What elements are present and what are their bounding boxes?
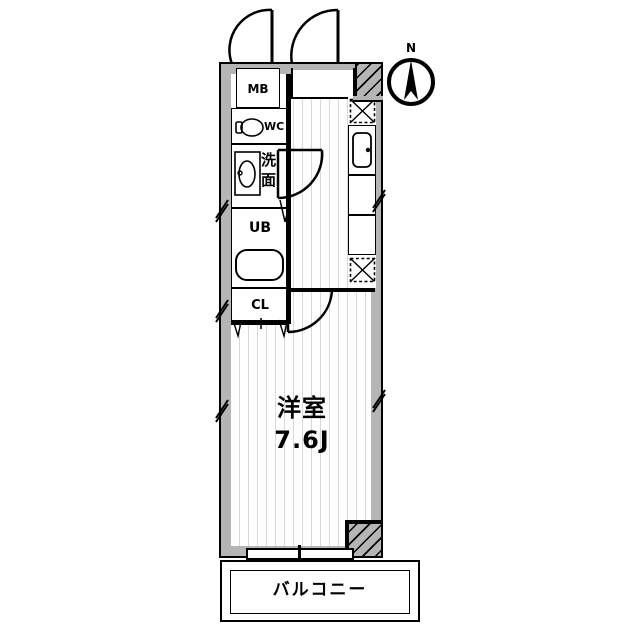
toilet-label: WC [264, 120, 285, 133]
balcony-label: バルコニー [272, 580, 368, 600]
wall-break-left-lower [215, 299, 229, 323]
closet: CL [231, 288, 289, 324]
entry-vestibule [292, 70, 354, 98]
compass-n-label: N [405, 41, 417, 55]
western-room: 洋室 7.6J [252, 396, 352, 456]
washbasin-label-2: 面 [261, 171, 277, 189]
room-door [286, 288, 334, 334]
meter-box: MB [236, 68, 280, 108]
western-room-label: 洋室 [277, 394, 327, 422]
hall-divider-wall [286, 74, 291, 324]
kitchen-sink-unit [348, 125, 376, 175]
balcony-inner-rail [230, 570, 410, 614]
service-column-bottom-wall [231, 320, 289, 325]
washbasin-room: 洗 面 [231, 144, 289, 208]
unit-bath-label: UB [248, 220, 272, 236]
pipe-shaft-icon [349, 257, 376, 283]
closet-label: CL [251, 298, 269, 313]
washroom-door [276, 148, 324, 200]
wall-break-right-lower [372, 389, 386, 413]
sliding-door-center-mullion [298, 545, 301, 565]
toilet: WC [231, 108, 289, 144]
counter-segment-2 [348, 215, 376, 255]
balcony: バルコニー [220, 560, 420, 622]
entry-door-left [228, 8, 274, 65]
toilet-fixture [235, 118, 264, 137]
compass-rose-icon [387, 58, 435, 106]
entry-corner-hatch [355, 64, 381, 100]
kitchen-sink-fixture [352, 132, 372, 168]
entry-corner-step [353, 96, 383, 102]
balcony-sliding-door [246, 545, 354, 565]
wall-break-left-mid [215, 399, 229, 423]
pillar-left-edge [345, 520, 349, 556]
washbasin-label-1: 洗 [261, 151, 277, 169]
unit-bath: UB [231, 208, 289, 288]
counter-segment-1 [348, 175, 376, 215]
western-room-size: 7.6J [274, 426, 330, 454]
wall-break-right-upper [372, 189, 386, 213]
entry-vestibule-outline [291, 68, 355, 99]
north-compass: N [380, 42, 442, 108]
pillar-step [347, 520, 381, 524]
bathtub-fixture [235, 249, 284, 281]
wall-break-left-upper [215, 199, 229, 223]
meter-box-label: MB [247, 82, 269, 96]
kitchen-corridor-divider [291, 288, 375, 292]
entry-door-right [290, 8, 340, 65]
washbasin-fixture [234, 151, 261, 196]
